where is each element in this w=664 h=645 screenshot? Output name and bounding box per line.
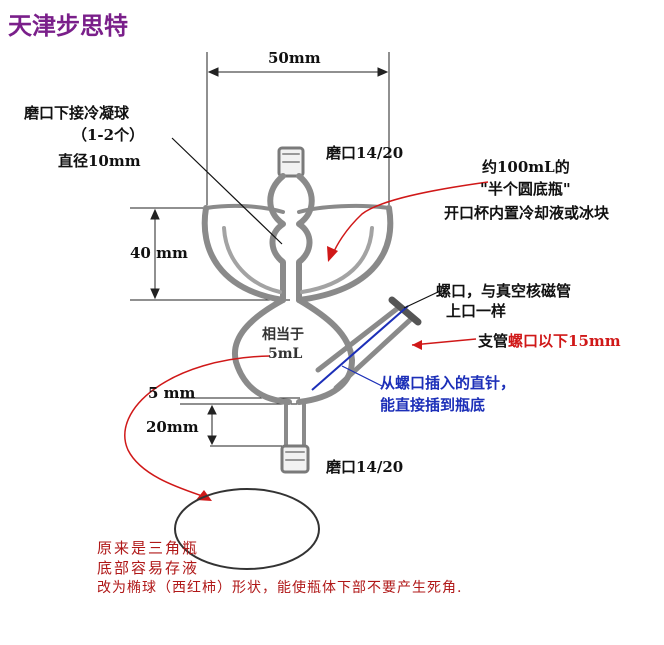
top-joint-label: 磨口14/20	[326, 144, 404, 162]
cup-note-line2: "半个圆底瓶"	[480, 180, 571, 198]
glass-apparatus	[201, 146, 422, 474]
branch-prefix: 支管	[478, 332, 509, 350]
tomato-shape-ellipse	[174, 488, 320, 570]
top-joint-note-line2: （1-2个）	[72, 126, 145, 144]
cup-note-line1: 约100mL的	[482, 158, 570, 176]
volume-line2: 5mL	[268, 346, 303, 362]
branch-suffix: 螺口以下15mm	[508, 332, 621, 350]
width-dimension-label: 50mm	[268, 49, 321, 67]
top-joint-note-line1: 磨口下接冷凝球	[24, 104, 130, 122]
cup-height-label: 40 mm	[130, 244, 188, 262]
bottom-note-line2: 底部容易存液	[97, 559, 200, 577]
gap-dimension-label: 5 mm	[148, 384, 196, 402]
company-title: 天津步思特	[8, 11, 128, 40]
straight-needle	[311, 305, 409, 391]
cup-height-dimension	[130, 207, 290, 301]
screw-note-line1: 螺口，与真空核磁管	[436, 282, 572, 300]
top-joint-note-line3: 直径10mm	[58, 152, 141, 170]
bottom-note-line3: 改为椭球（西红柿）形状，能使瓶体下部不要产生死角.	[97, 580, 463, 596]
volume-line1: 相当于	[262, 327, 304, 343]
screw-note-line2: 上口一样	[446, 302, 507, 320]
bottom-note-line1: 原来是三角瓶	[97, 539, 200, 557]
needle-note-line1: 从螺口插入的直针，	[380, 374, 516, 392]
needle-note-line2: 能直接插到瓶底	[380, 396, 486, 414]
width-dimension	[206, 52, 390, 205]
tube-height-label: 20mm	[146, 418, 199, 436]
bottom-joint-label: 磨口14/20	[326, 458, 404, 476]
branch-note: 支管螺口以下15mm	[478, 330, 621, 351]
cup-note-line3: 开口杯内置冷却液或冰块	[444, 204, 610, 222]
